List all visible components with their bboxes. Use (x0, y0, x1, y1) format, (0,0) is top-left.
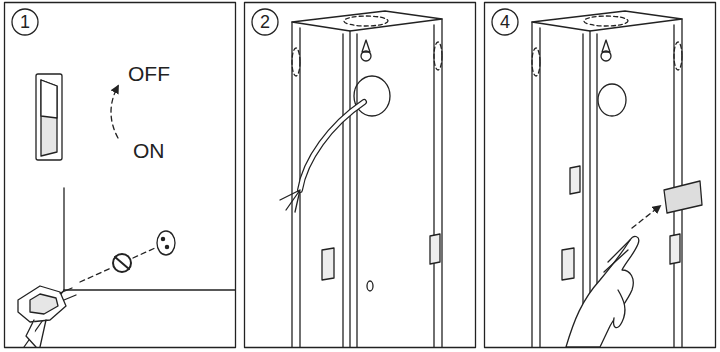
dashed-line (133, 248, 155, 258)
callout-number: 2 (251, 8, 279, 36)
cable-hole (354, 76, 390, 116)
aluminium-profile (292, 11, 442, 347)
callout-number: 4 (491, 8, 519, 36)
callout-circle: 1 (11, 8, 39, 36)
prohibition-sign (113, 254, 131, 272)
wall-socket (157, 231, 175, 255)
callout-circle: 4 (491, 8, 519, 36)
label-sticker (664, 181, 702, 213)
power-plug (18, 286, 76, 347)
cable-hole (598, 84, 626, 116)
callout-circle: 2 (251, 8, 279, 36)
panel-frame (5, 3, 236, 348)
callout-ring (252, 9, 278, 35)
hand (566, 237, 639, 347)
cable (280, 102, 364, 212)
rocker-switch (36, 74, 62, 160)
wall-corner (24, 188, 235, 347)
switch-state: ON (133, 140, 165, 161)
callout-ring (492, 9, 518, 35)
slot (570, 166, 580, 194)
callout-number: 1 (11, 8, 39, 36)
dashed-line (80, 268, 111, 282)
toggle-arrow (111, 86, 118, 138)
callout-ring (12, 9, 38, 35)
apply-arrow (632, 206, 660, 228)
panel-frame (245, 3, 476, 348)
panel-frame (485, 3, 716, 348)
switch-state: OFF (128, 63, 170, 84)
